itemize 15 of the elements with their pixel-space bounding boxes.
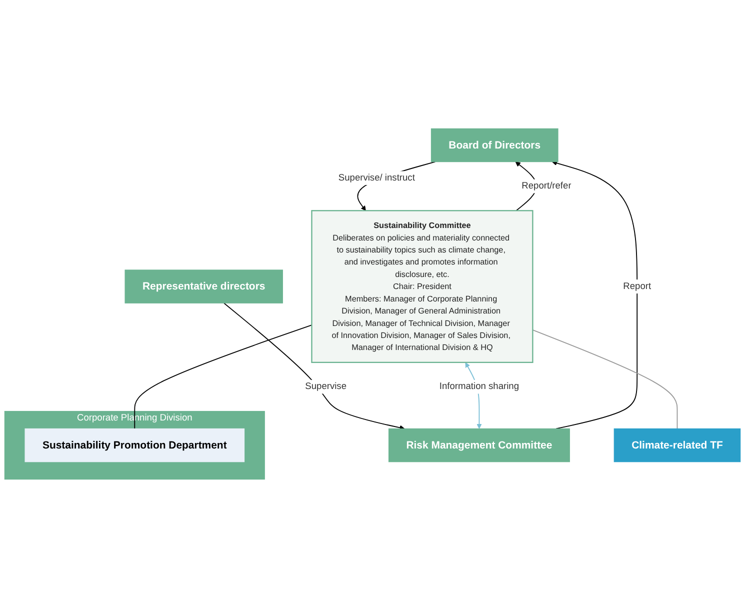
node-box: Sustainability Promotion Department bbox=[24, 428, 245, 462]
connector bbox=[134, 324, 312, 429]
node-box: Risk Management Committee bbox=[388, 428, 570, 462]
node-box: Board of Directors bbox=[430, 128, 558, 162]
node-box: Sustainability Committee Deliberates on policies and materiality connected to sustainability topics such as climate change, and investigates and promotes information disclosure, etc. Chair: President Members: Manager of Corporate Planning Division, Manager of General Administration Division, Manager of Technical Division, Manager of Innovation Division, Manager of Sales Division, Manager of International Division & HQ bbox=[311, 210, 534, 363]
node-box: Representative directors bbox=[124, 269, 283, 303]
edge-label: Report bbox=[623, 280, 652, 291]
node-box: Climate-related TF bbox=[614, 428, 741, 462]
edge-label: Supervise/ instruct bbox=[338, 172, 415, 182]
edge-label: Supervise bbox=[305, 381, 347, 392]
arrow bbox=[224, 302, 405, 430]
edge-label: Information sharing bbox=[439, 381, 520, 392]
edge-label: Report/refer bbox=[522, 180, 572, 190]
connector bbox=[532, 329, 678, 429]
arrow bbox=[552, 160, 638, 429]
